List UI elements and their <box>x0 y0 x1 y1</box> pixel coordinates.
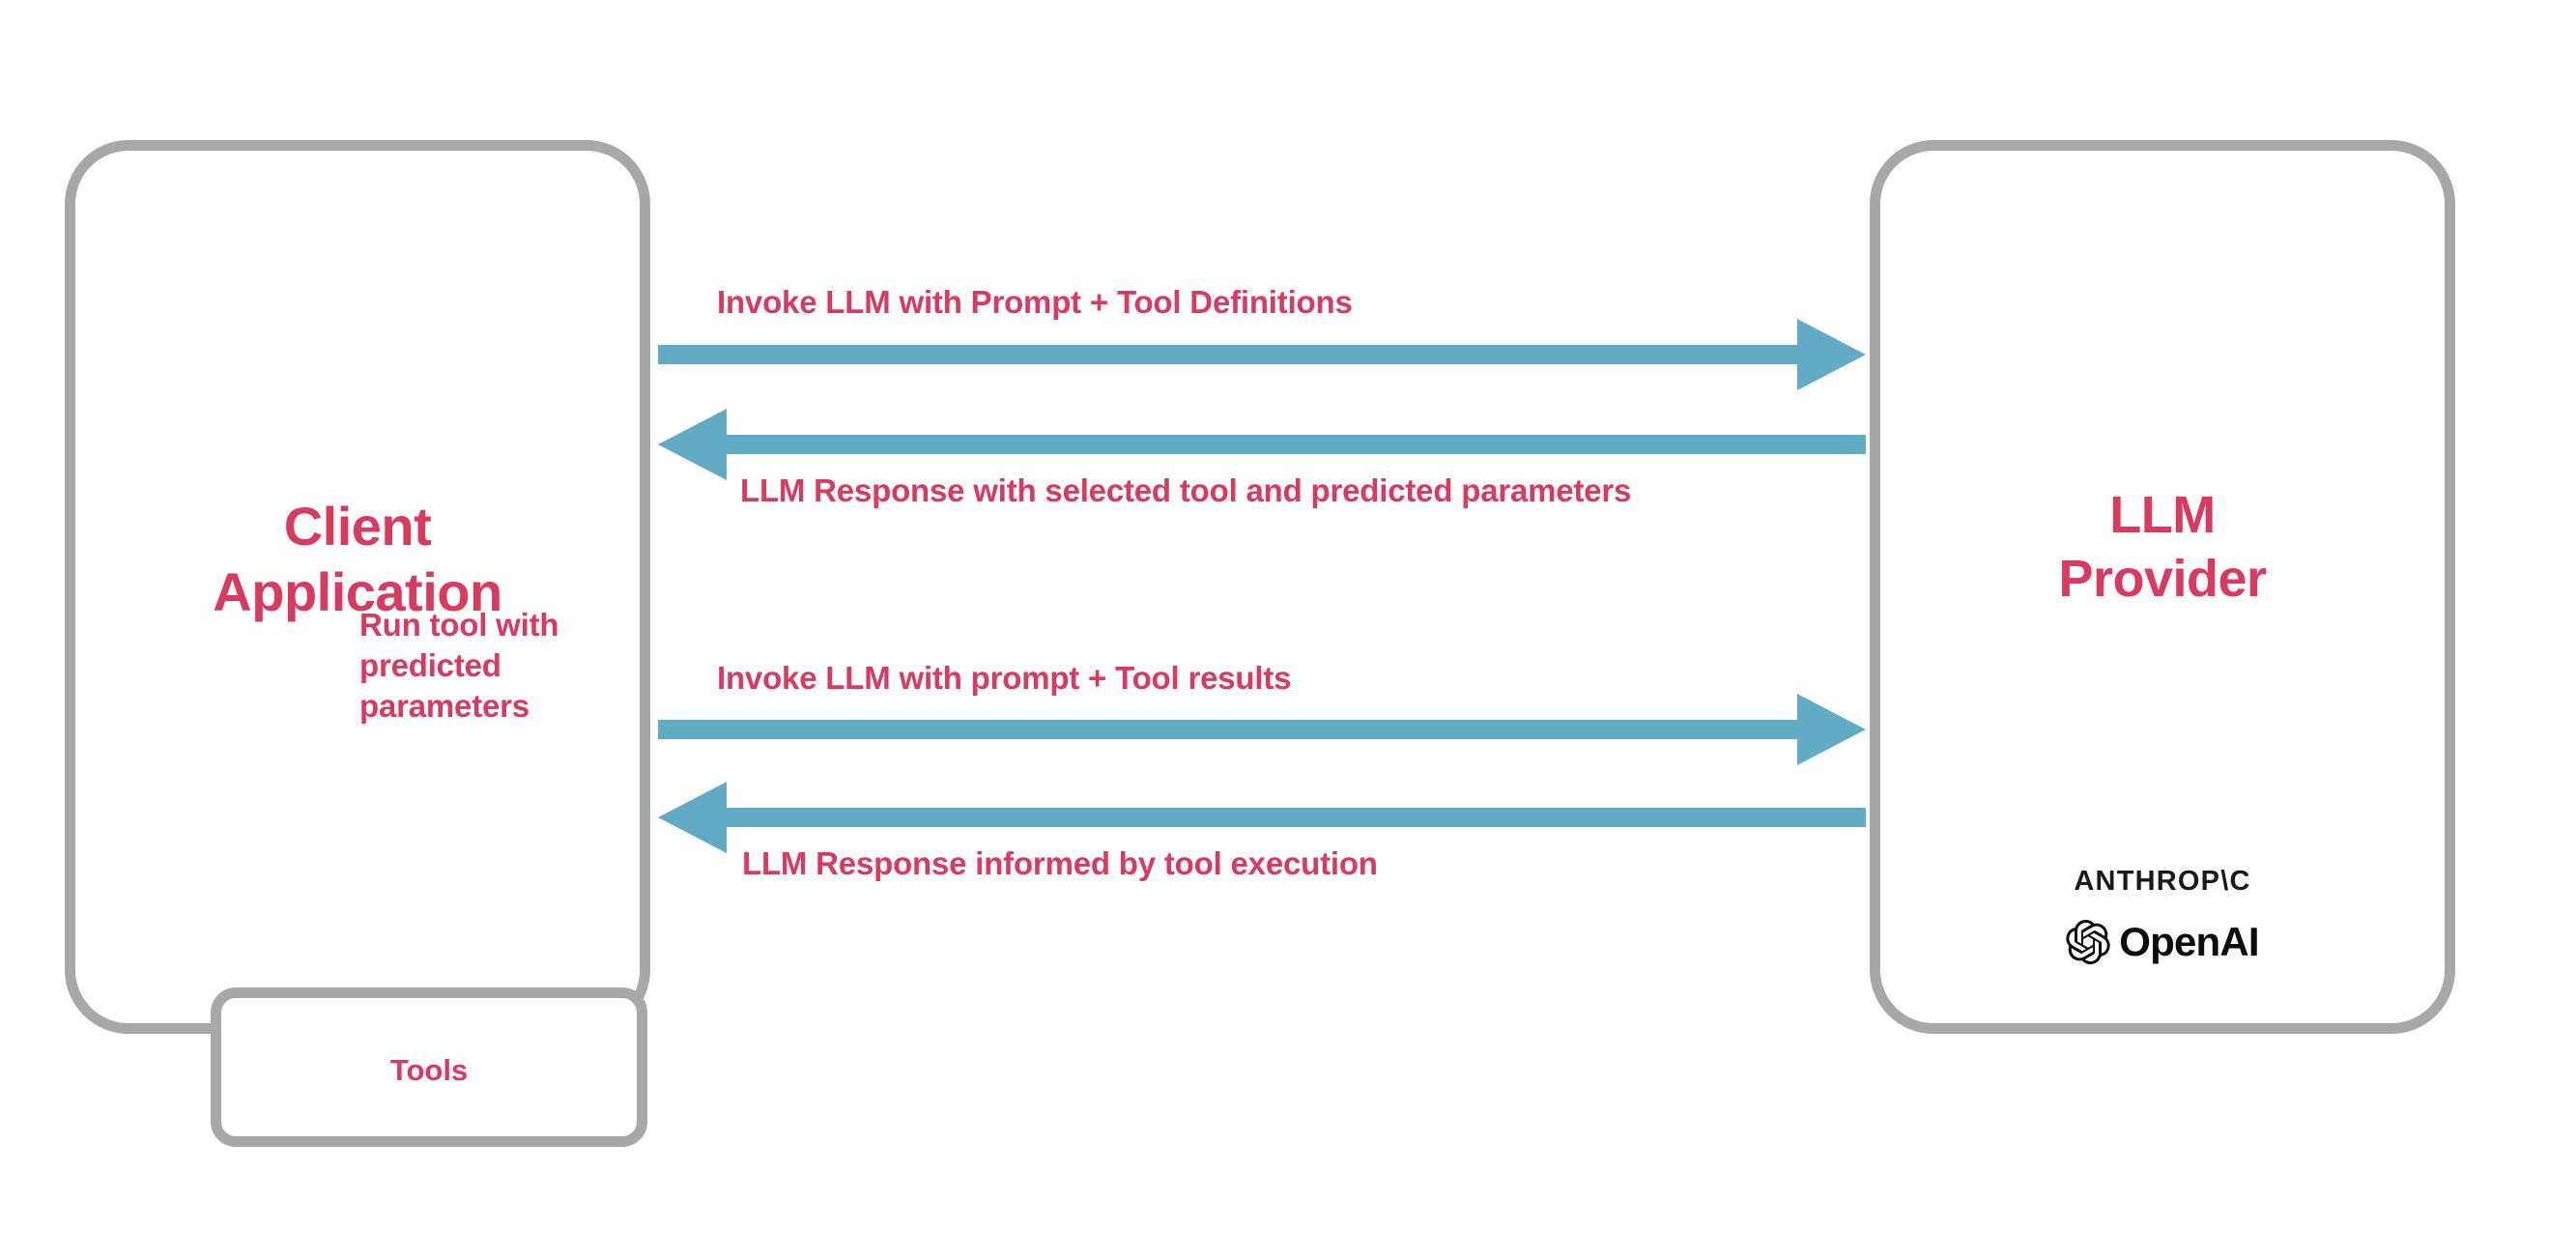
llm-provider-title: LLM Provider <box>2058 486 2267 608</box>
arrow-invoke-2 <box>658 694 1866 765</box>
arrow-response-1 <box>658 409 1866 480</box>
tools-box[interactable]: Tools <box>211 987 647 1147</box>
anthropic-logo: ANTHROP\C <box>2074 866 2251 897</box>
arrow-response-2 <box>658 782 1866 853</box>
tools-label: Tools <box>389 1053 469 1087</box>
openai-logo: OpenAI <box>1880 919 2445 965</box>
label-invoke-llm-prompt-tool-definitions: Invoke LLM with Prompt + Tool Definition… <box>717 284 1353 320</box>
openai-flower-icon <box>2066 920 2110 964</box>
label-run-tool-predicted-parameters: Run tool with predicted parameters <box>359 607 559 725</box>
client-application-title: Client Application <box>213 496 502 623</box>
label-llm-response-selected-tool: LLM Response with selected tool and pred… <box>740 472 1632 508</box>
label-invoke-llm-prompt-tool-results: Invoke LLM with prompt + Tool results <box>717 660 1292 696</box>
client-application-panel[interactable]: Client Application Tools <box>65 140 650 1147</box>
llm-provider-panel[interactable]: LLM Provider ANTHROP\C OpenAI <box>1870 140 2455 1034</box>
label-llm-response-tool-execution: LLM Response informed by tool execution <box>742 845 1378 881</box>
arrow-invoke-1 <box>658 319 1866 390</box>
openai-wordmark: OpenAI <box>2119 919 2259 964</box>
